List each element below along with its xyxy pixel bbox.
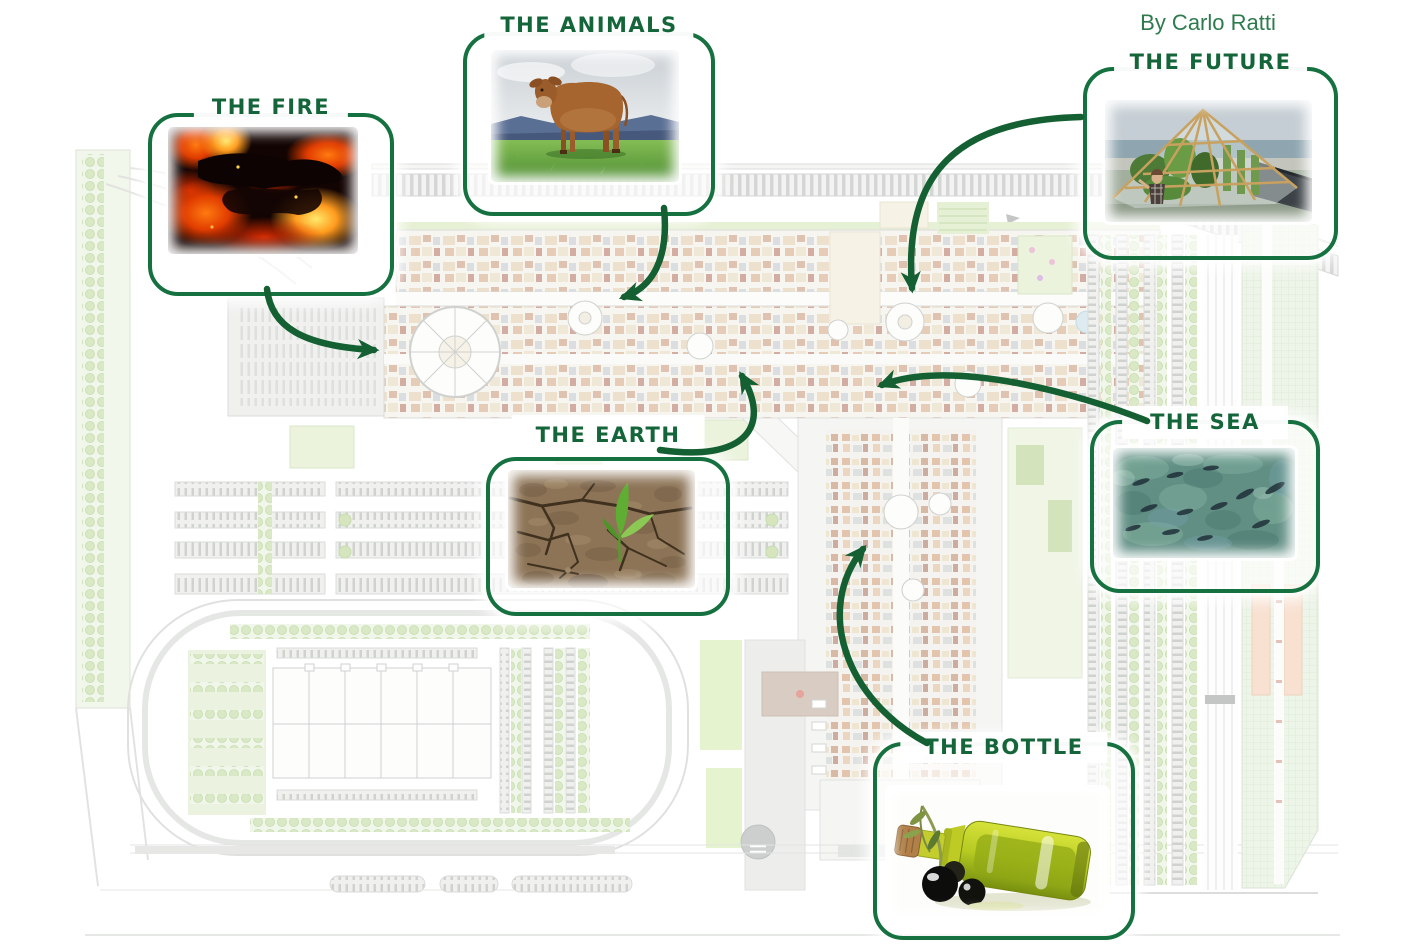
- callout-label-future: THE FUTURE: [1113, 47, 1308, 78]
- callout-card-earth: THE EARTH: [486, 415, 730, 616]
- callout-card-bottle: THE BOTTLE: [873, 732, 1135, 940]
- callout-label-earth: THE EARTH: [511, 415, 705, 456]
- callout-card-animals: THE ANIMALS: [463, 10, 715, 216]
- wooden-dome-greenhouse-photo: [1105, 100, 1312, 222]
- callout-label-animals: THE ANIMALS: [484, 10, 694, 41]
- cow-in-pasture-photo: [491, 50, 679, 182]
- callout-card-future: THE FUTURE: [1083, 47, 1338, 260]
- callout-label-bottle: THE BOTTLE: [900, 732, 1108, 763]
- callout-card-fire: THE FIRE: [148, 92, 394, 296]
- callout-label-fire: THE FIRE: [193, 92, 349, 123]
- callout-label-sea: THE SEA: [1122, 406, 1288, 439]
- attribution-byline: By Carlo Ratti: [1140, 10, 1276, 35]
- olive-oil-bottle-photo: [888, 788, 1107, 918]
- burning-embers-photo: [168, 127, 358, 254]
- callout-card-sea: THE SEA: [1090, 406, 1320, 593]
- cracked-soil-sprout-photo: [508, 470, 695, 588]
- fish-underwater-photo: [1113, 448, 1295, 558]
